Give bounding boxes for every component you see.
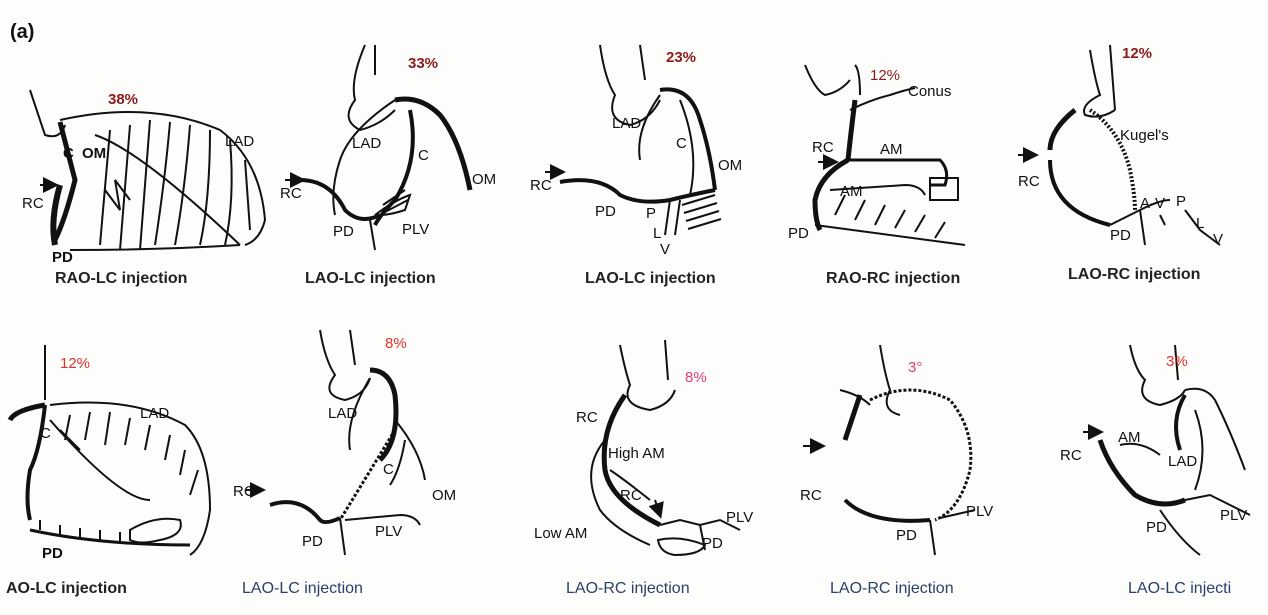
panel-5-label-kugels: Kugel's bbox=[1120, 127, 1169, 144]
panel-8-label-rc2: RC bbox=[620, 487, 642, 504]
panel-5-label-v: V bbox=[1213, 231, 1223, 248]
panel-3-label-v: V bbox=[660, 241, 670, 258]
panel-4-label-am2: AM bbox=[840, 183, 863, 200]
panel-7-label-om: OM bbox=[432, 487, 456, 504]
panel-7-label-pd: PD bbox=[302, 533, 323, 550]
panel-3-label-rc: RC bbox=[530, 177, 552, 194]
panel-2-label-c: C bbox=[418, 147, 429, 164]
panel-6-caption: AO-LC injection bbox=[6, 580, 127, 598]
panel-8-percent: 8% bbox=[685, 369, 707, 386]
panel-8-caption: LAO-RC injection bbox=[566, 580, 690, 598]
panel-4-label-pd: PD bbox=[788, 225, 809, 242]
panel-5 bbox=[1018, 45, 1220, 245]
panel-1-label-pd: PD bbox=[52, 249, 73, 266]
panel-6-label-c: C bbox=[40, 425, 51, 442]
panel-8-label-pd: PD bbox=[702, 535, 723, 552]
panel-1 bbox=[30, 90, 265, 250]
panel-1-caption: RAO-LC injection bbox=[55, 270, 187, 288]
panel-5-label-l: L bbox=[1196, 215, 1204, 232]
panel-9-percent: 3° bbox=[908, 359, 922, 376]
panel-2-label-pd: PD bbox=[333, 223, 354, 240]
panel-9-caption: LAO-RC injection bbox=[830, 580, 954, 598]
panel-9-label-pd: PD bbox=[896, 527, 917, 544]
panel-7 bbox=[245, 330, 425, 555]
panel-7-caption: LAO-LC injection bbox=[242, 580, 363, 598]
panel-3-label-lad: LAD bbox=[612, 115, 641, 132]
panel-9-label-plv: PLV bbox=[966, 503, 993, 520]
panel-1-label-c: C bbox=[63, 145, 74, 162]
panel-2-label-om: OM bbox=[472, 171, 496, 188]
panel-3-label-c: C bbox=[676, 135, 687, 152]
panel-8-label-plv: PLV bbox=[726, 509, 753, 526]
panel-2-label-rc: RC bbox=[280, 185, 302, 202]
panel-2-caption: LAO-LC injection bbox=[305, 270, 436, 288]
panel-7-label-c: C bbox=[383, 461, 394, 478]
panel-6 bbox=[10, 345, 210, 555]
panel-5-label-p: P bbox=[1176, 193, 1186, 210]
panel-5-label-rc: RC bbox=[1018, 173, 1040, 190]
panel-2-percent: 33% bbox=[408, 55, 438, 72]
panel-2-label-lad: LAD bbox=[352, 135, 381, 152]
panel-10-label-lad: LAD bbox=[1168, 453, 1197, 470]
panel-7-label-plv: PLV bbox=[375, 523, 402, 540]
panel-3-label-p: P bbox=[646, 205, 656, 222]
panel-10-label-rc: RC bbox=[1060, 447, 1082, 464]
panel-7-percent: 8% bbox=[385, 335, 407, 352]
panel-3-label-om: OM bbox=[718, 157, 742, 174]
panel-7-label-lad: LAD bbox=[328, 405, 357, 422]
panel-8-label-high-am: High AM bbox=[608, 445, 665, 462]
panel-10-label-pd: PD bbox=[1146, 519, 1167, 536]
panel-4-caption: RAO-RC injection bbox=[826, 270, 960, 288]
panel-3-percent: 23% bbox=[666, 49, 696, 66]
panel-6-label-lad: LAD bbox=[140, 405, 169, 422]
panel-1-label-om: OM bbox=[82, 145, 106, 162]
panel-6-label-pd: PD bbox=[42, 545, 63, 562]
panel-1-label-lad: LAD bbox=[225, 133, 254, 150]
panel-2-label-plv: PLV bbox=[402, 221, 429, 238]
panel-1-percent: 38% bbox=[108, 91, 138, 108]
panel-1-label-rc: RC bbox=[22, 195, 44, 212]
panel-3-label-pd: PD bbox=[595, 203, 616, 220]
figure-label: (a) bbox=[10, 21, 34, 43]
panel-3-label-l: L bbox=[653, 225, 661, 242]
panel-4-label-am1: AM bbox=[880, 141, 903, 158]
panel-5-label-pd: PD bbox=[1110, 227, 1131, 244]
panel-4-label-rc: RC bbox=[812, 139, 834, 156]
panel-10-label-plv: PLV bbox=[1220, 507, 1247, 524]
panel-3 bbox=[545, 45, 721, 235]
panel-5-caption: LAO-RC injection bbox=[1068, 266, 1200, 284]
panel-4-label-conus: Conus bbox=[908, 83, 951, 100]
panel-7-label-rc: RC bbox=[233, 483, 255, 500]
panel-9-label-rc: RC bbox=[800, 487, 822, 504]
panel-9 bbox=[803, 345, 975, 555]
panel-6-percent: 12% bbox=[60, 355, 90, 372]
panel-8-label-rc1: RC bbox=[576, 409, 598, 426]
panel-3-caption: LAO-LC injection bbox=[585, 270, 716, 288]
panel-5-label-av: A-V bbox=[1140, 195, 1165, 212]
panel-8-label-low-am: Low AM bbox=[534, 525, 587, 542]
panel-10-percent: 3% bbox=[1166, 353, 1188, 370]
panel-10-caption: LAO-LC injecti bbox=[1128, 580, 1231, 598]
panel-5-percent: 12% bbox=[1122, 45, 1152, 62]
panel-10-label-am: AM bbox=[1118, 429, 1141, 446]
panel-4-percent: 12% bbox=[870, 67, 900, 84]
